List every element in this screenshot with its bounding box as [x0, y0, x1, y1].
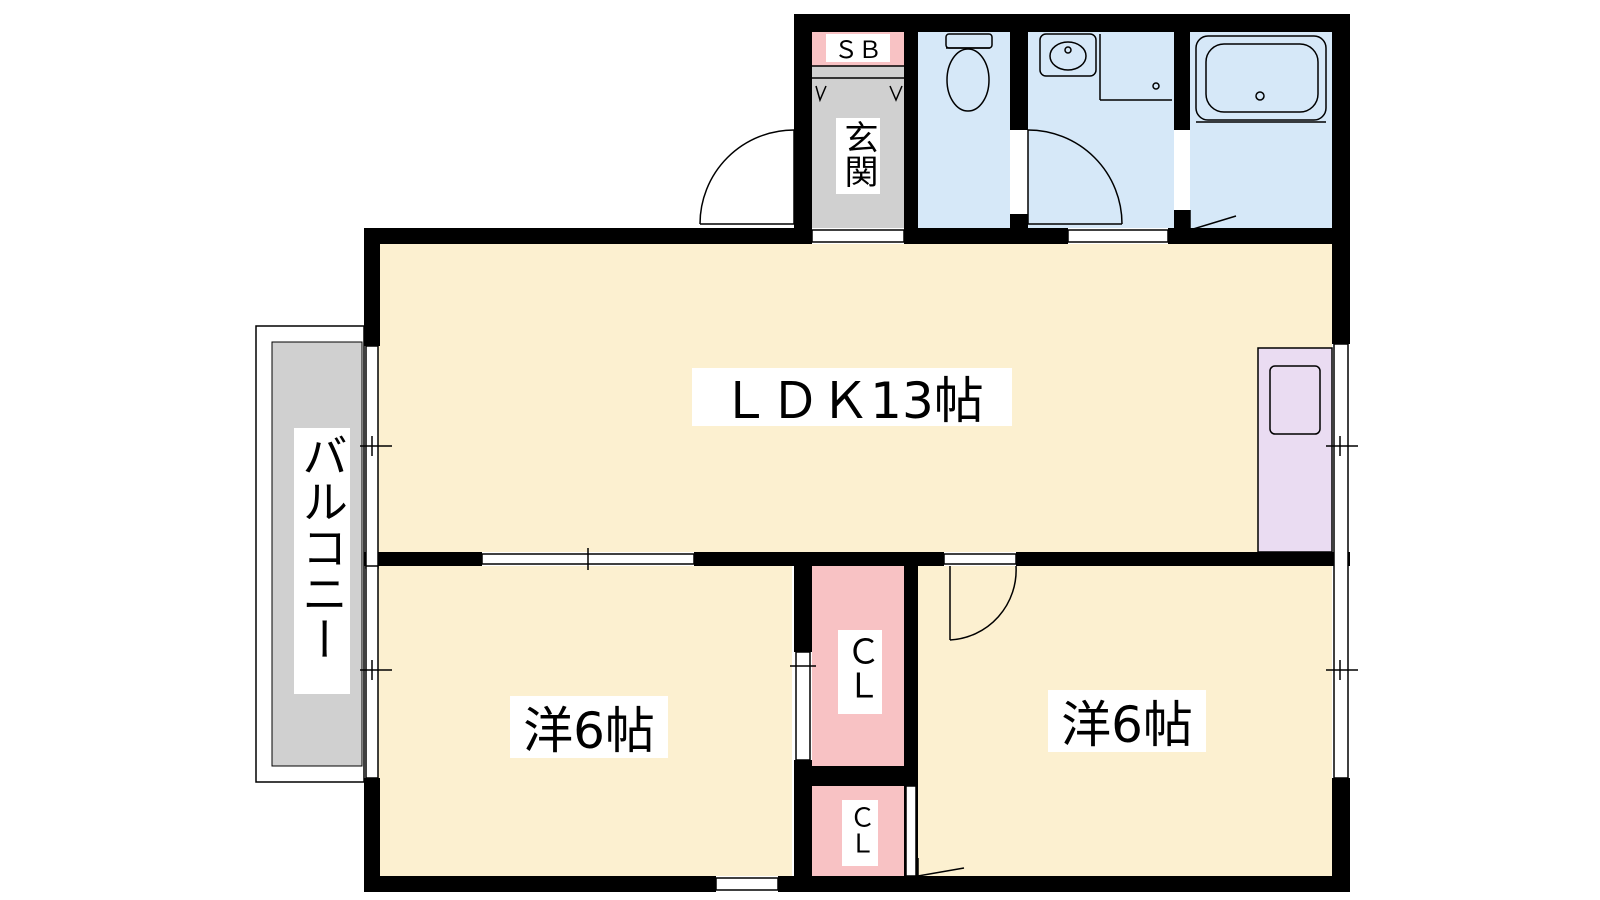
closet-lower-label: ＣＬ: [845, 804, 875, 856]
doors: [699, 129, 1237, 877]
ldk-label: ＬＤＫ13帖: [720, 372, 984, 430]
toilet-icon: [945, 33, 993, 112]
walls: [364, 14, 1350, 892]
entrance-label: 玄関: [838, 120, 878, 188]
closet-upper-label-bg: [838, 630, 882, 714]
sb-label: ＳＢ: [834, 36, 882, 64]
entrance-label-bg: [836, 118, 880, 194]
western-right-label: 洋6帖: [1061, 696, 1193, 754]
closet-lower-label-bg: [842, 800, 878, 866]
sink-icon: [1269, 365, 1321, 435]
closet-upper-label: ＣＬ: [840, 634, 880, 702]
western-left-label: 洋6帖: [523, 702, 655, 760]
washroom-floor: [1028, 32, 1174, 228]
ldk-label-bg: [692, 368, 1012, 426]
window-marks: [360, 436, 1358, 680]
western-left-label-bg: [510, 696, 668, 758]
shoebox-divider: [812, 65, 904, 103]
bathroom-floor: [1190, 32, 1332, 228]
bathtub-icon: [1195, 35, 1327, 123]
washbasin-icon: [1039, 33, 1172, 101]
western-right-label-bg: [1048, 690, 1206, 752]
sb-label-bg: [826, 34, 890, 62]
toilet-floor: [918, 32, 1010, 228]
balcony-label-bg: [294, 428, 350, 694]
balcony-label: バルコニー: [295, 432, 349, 662]
